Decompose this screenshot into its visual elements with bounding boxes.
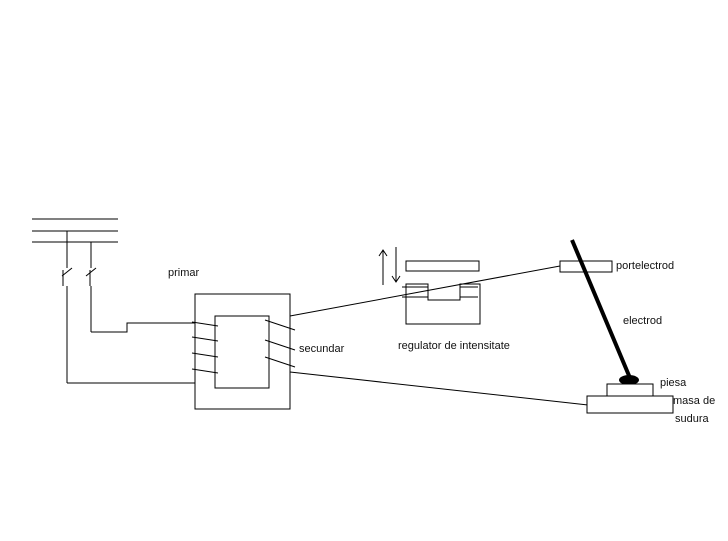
weld-arc-blob xyxy=(619,375,639,385)
label-piesa: piesa xyxy=(660,377,687,389)
label-portelectrod: portelectrod xyxy=(616,260,674,272)
transformer-core-inner xyxy=(214,315,270,389)
label-regulator: regulator de intensitate xyxy=(398,340,510,352)
adjust-arrows-icon xyxy=(378,247,401,285)
electrode xyxy=(570,239,632,379)
regulator-core xyxy=(405,283,481,325)
secondary-wiring xyxy=(289,265,589,406)
transformer xyxy=(191,293,296,410)
main-switch xyxy=(61,231,97,383)
label-primar: primar xyxy=(168,267,200,279)
secondary-winding xyxy=(264,319,296,368)
primary-winding xyxy=(191,321,219,374)
regulator-top-bar xyxy=(405,260,480,272)
label-secundar: secundar xyxy=(299,343,345,355)
primary-wiring xyxy=(67,322,196,384)
label-electrod: electrod xyxy=(623,315,662,327)
label-masa-line2: sudura xyxy=(675,413,710,425)
workpiece xyxy=(606,383,654,397)
power-supply-lines xyxy=(32,218,118,243)
welding-mass xyxy=(586,395,674,414)
label-masa-line1: masa de xyxy=(673,395,715,407)
intensity-regulator xyxy=(378,247,481,325)
